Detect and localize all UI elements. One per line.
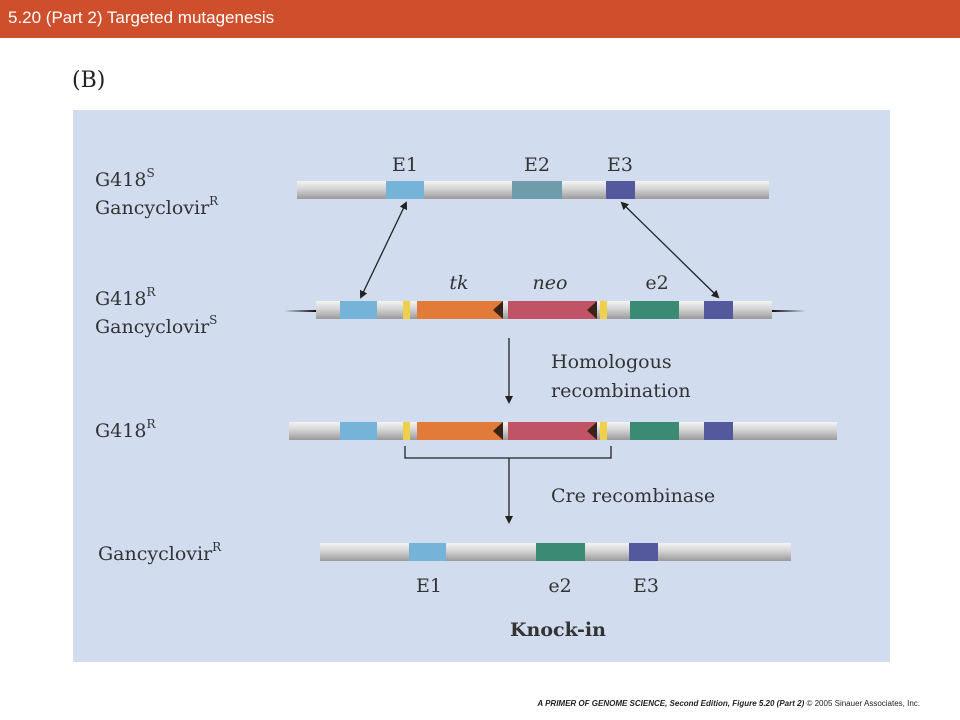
row2-loxp-left xyxy=(403,301,410,319)
header-title: 5.20 (Part 2) Targeted mutagenesis xyxy=(8,8,275,27)
row2-label-g418: G418R xyxy=(95,285,156,310)
row3-loxp-left xyxy=(403,422,410,440)
row1-exon-e1 xyxy=(386,181,424,199)
row2-tk-orientation-icon xyxy=(493,301,503,319)
row3-loxp-right xyxy=(600,422,607,440)
row4-exon-label-e2: e2 xyxy=(548,575,571,597)
footer-copyright: © 2005 Sinauer Associates, Inc. xyxy=(806,699,920,708)
row2-label-gancyclovir: GancyclovirS xyxy=(95,313,217,338)
row2-exon-e1 xyxy=(340,301,377,319)
row2-neo-gene xyxy=(508,301,597,319)
row2-neo-orientation-icon xyxy=(587,301,597,319)
row1-exon-e3 xyxy=(606,181,635,199)
row4-exon-e3 xyxy=(629,543,658,561)
row4-exon-label-e3: E3 xyxy=(633,575,659,597)
row1-label-g418: G418S xyxy=(95,166,155,191)
footer-credit: A PRIMER OF GENOME SCIENCE, Second Editi… xyxy=(480,699,920,708)
homology-arrow-left xyxy=(359,201,408,299)
result-label: Knock-in xyxy=(510,619,606,641)
row1-label-gancyclovir: GancyclovirR xyxy=(95,194,219,219)
row2-loxp-right xyxy=(600,301,607,319)
row3-exon-e1 xyxy=(340,422,377,440)
row1-exon-label-e3: E3 xyxy=(607,154,633,176)
row4-exon-label-e1: E1 xyxy=(416,575,442,597)
panel-label: (B) xyxy=(72,68,106,93)
step1-line1: Homologous xyxy=(551,351,672,373)
excision-bracket xyxy=(404,446,612,459)
row3-exon-e2-mutant xyxy=(630,422,679,440)
vector-backbone-right xyxy=(772,310,806,312)
row3-neo-gene xyxy=(508,422,597,440)
figure-panel xyxy=(73,110,890,662)
step2-text: Cre recombinase xyxy=(551,485,715,507)
homology-arrow-right xyxy=(620,201,720,299)
vector-backbone-left xyxy=(284,310,316,312)
row3-label-g418: G418R xyxy=(95,417,156,442)
row1-exon-e2 xyxy=(512,181,562,199)
row1-exon-label-e2: E2 xyxy=(524,154,550,176)
row2-e2-label: e2 xyxy=(645,272,668,294)
row4-label-gancyclovir: GancyclovirR xyxy=(98,540,222,565)
row4-exon-e2-mutant xyxy=(536,543,585,561)
row4-exon-e1 xyxy=(409,543,446,561)
row2-tk-gene xyxy=(417,301,503,319)
row2-tk-label: tk xyxy=(449,272,468,294)
row3-exon-e3 xyxy=(704,422,733,440)
row2-neo-label: neo xyxy=(533,272,568,294)
row2-exon-e2-mutant xyxy=(630,301,679,319)
row3-neo-orientation-icon xyxy=(587,422,597,440)
step1-line2: recombination xyxy=(551,380,691,402)
row3-tk-orientation-icon xyxy=(493,422,503,440)
row1-exon-label-e1: E1 xyxy=(392,154,418,176)
footer-book: A PRIMER OF GENOME SCIENCE, Second Editi… xyxy=(537,699,805,708)
row2-exon-e3 xyxy=(704,301,733,319)
header-bar: 5.20 (Part 2) Targeted mutagenesis xyxy=(0,0,960,38)
row3-tk-gene xyxy=(417,422,503,440)
